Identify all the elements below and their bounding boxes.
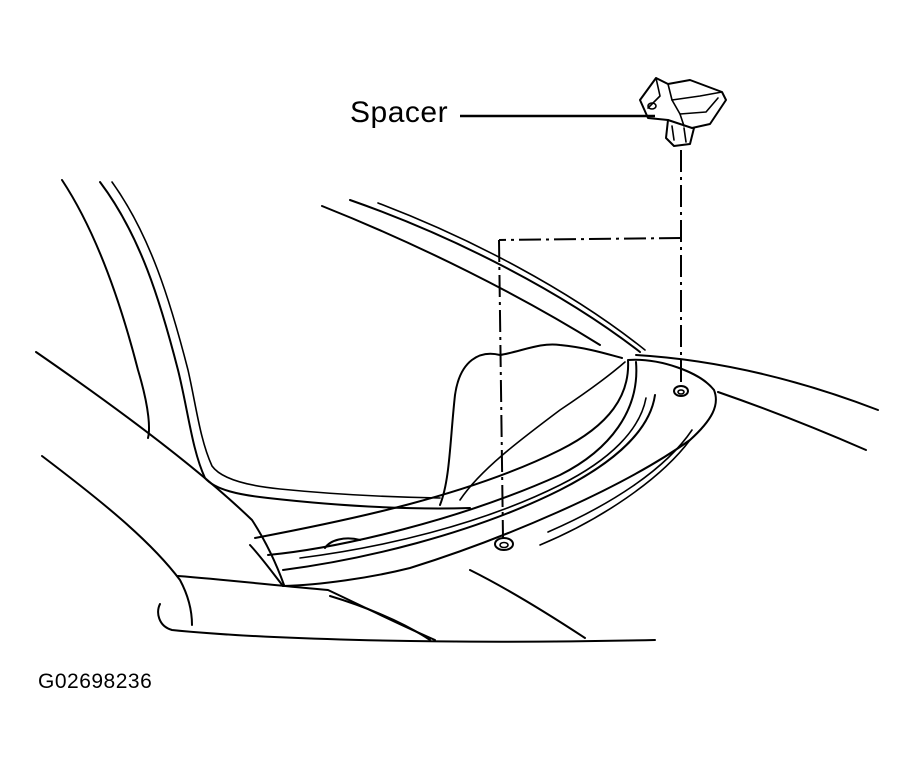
trunk-edge-line — [469, 569, 586, 639]
deck-lid-top-line — [635, 354, 879, 411]
spoiler-underside-line — [299, 397, 647, 559]
roof-rail-inner — [377, 202, 646, 351]
bumper-crease — [177, 575, 436, 641]
spoiler-front-lip — [249, 544, 284, 587]
body-side-line-upper — [35, 351, 285, 586]
rear-window-panel — [439, 343, 623, 506]
bumper-lower-edge — [157, 603, 656, 643]
quarter-panel-outer-edge — [61, 179, 150, 439]
roof-rail-outer — [349, 199, 641, 353]
body-side-line-lower — [41, 455, 193, 626]
spacer-label: Spacer — [350, 96, 449, 129]
mounting-hole-right — [673, 385, 689, 397]
mounting-hole-left-inner — [499, 541, 509, 549]
quarter-panel-inner-edge-2 — [111, 181, 441, 499]
mounting-hole-left — [494, 537, 514, 551]
quarter-panel-inner-edge — [99, 181, 471, 510]
alignment-line-vertical-left — [498, 239, 504, 539]
bumper-crease-2 — [329, 595, 431, 641]
spoiler-groove-2 — [547, 429, 693, 533]
alignment-line-horizontal — [498, 237, 682, 241]
spoiler-top-ridge — [267, 361, 638, 556]
mounting-hole-right-inner — [677, 389, 685, 395]
spoiler-notch — [324, 537, 361, 549]
spoiler-groove — [539, 439, 691, 546]
spoiler-inner-edge — [282, 394, 656, 571]
rear-glass-upper-edge — [321, 205, 601, 346]
spoiler-outer-edge — [254, 358, 717, 587]
spacer-clip-icon — [639, 77, 727, 147]
rear-window-panel-edge — [459, 361, 626, 501]
figure-code: G02698236 — [38, 670, 153, 693]
deck-lid-side-line — [717, 391, 867, 451]
